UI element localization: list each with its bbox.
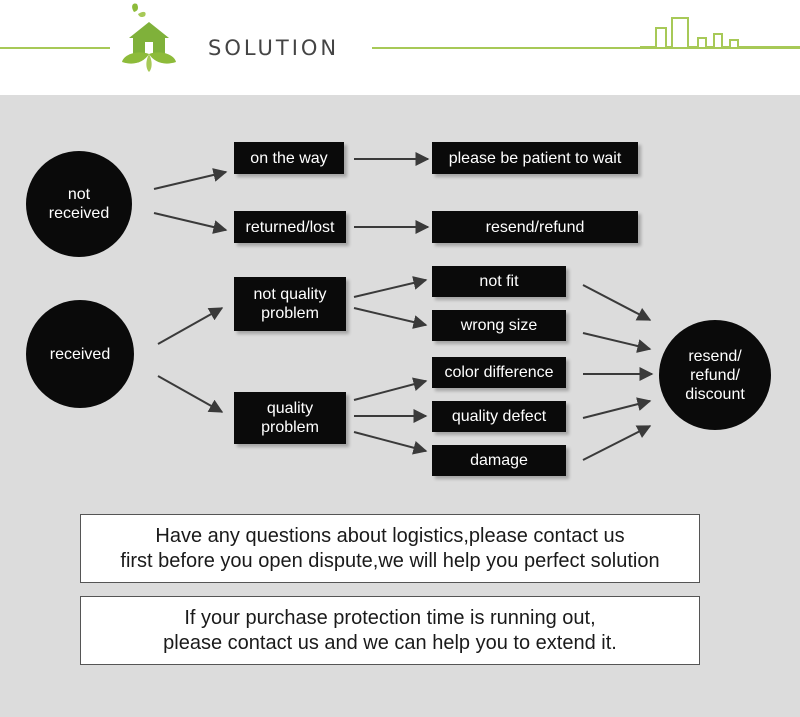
node-on-the-way: on the way bbox=[234, 142, 344, 174]
house-leaf-icon bbox=[122, 3, 176, 72]
node-resend-refund: resend/refund bbox=[432, 211, 638, 243]
arrow-not-received-to-on-the-way bbox=[153, 168, 228, 190]
arrow-received-to-not-quality bbox=[157, 307, 224, 345]
node-not-quality-problem: not quality problem bbox=[234, 277, 346, 331]
arrow-quality-to-color bbox=[353, 377, 428, 401]
header-banner: SOLUTION bbox=[0, 0, 800, 95]
page-title: SOLUTION bbox=[208, 36, 340, 60]
notice-logistics-contact: Have any questions about logistics,pleas… bbox=[80, 514, 700, 583]
city-skyline-icon bbox=[640, 17, 800, 48]
header-divider-right bbox=[372, 47, 800, 49]
node-quality-defect: quality defect bbox=[432, 401, 566, 432]
node-not-fit: not fit bbox=[432, 266, 566, 297]
node-returned-lost: returned/lost bbox=[234, 211, 346, 243]
notice-purchase-protection: If your purchase protection time is runn… bbox=[80, 596, 700, 665]
arrow-not-fit-to-resolution bbox=[582, 284, 652, 321]
arrow-received-to-quality bbox=[157, 375, 224, 413]
node-quality-problem: quality problem bbox=[234, 392, 346, 444]
arrow-damage-to-resolution bbox=[582, 425, 652, 461]
node-wrong-size: wrong size bbox=[432, 310, 566, 341]
node-please-be-patient: please be patient to wait bbox=[432, 142, 638, 174]
arrow-quality-to-damage bbox=[353, 431, 428, 455]
node-damage: damage bbox=[432, 445, 566, 476]
header-divider-left bbox=[0, 47, 110, 49]
node-not-received: not received bbox=[26, 151, 132, 257]
arrow-not-quality-to-not-fit bbox=[353, 276, 428, 298]
arrow-not-received-to-returned bbox=[153, 212, 228, 234]
arrow-wrong-size-to-resolution bbox=[582, 332, 652, 353]
node-received: received bbox=[26, 300, 134, 408]
arrow-defect-to-resolution bbox=[582, 397, 652, 419]
arrow-not-quality-to-wrong-size bbox=[353, 307, 428, 329]
node-resend-refund-discount: resend/ refund/ discount bbox=[659, 320, 771, 430]
node-color-difference: color difference bbox=[432, 357, 566, 388]
